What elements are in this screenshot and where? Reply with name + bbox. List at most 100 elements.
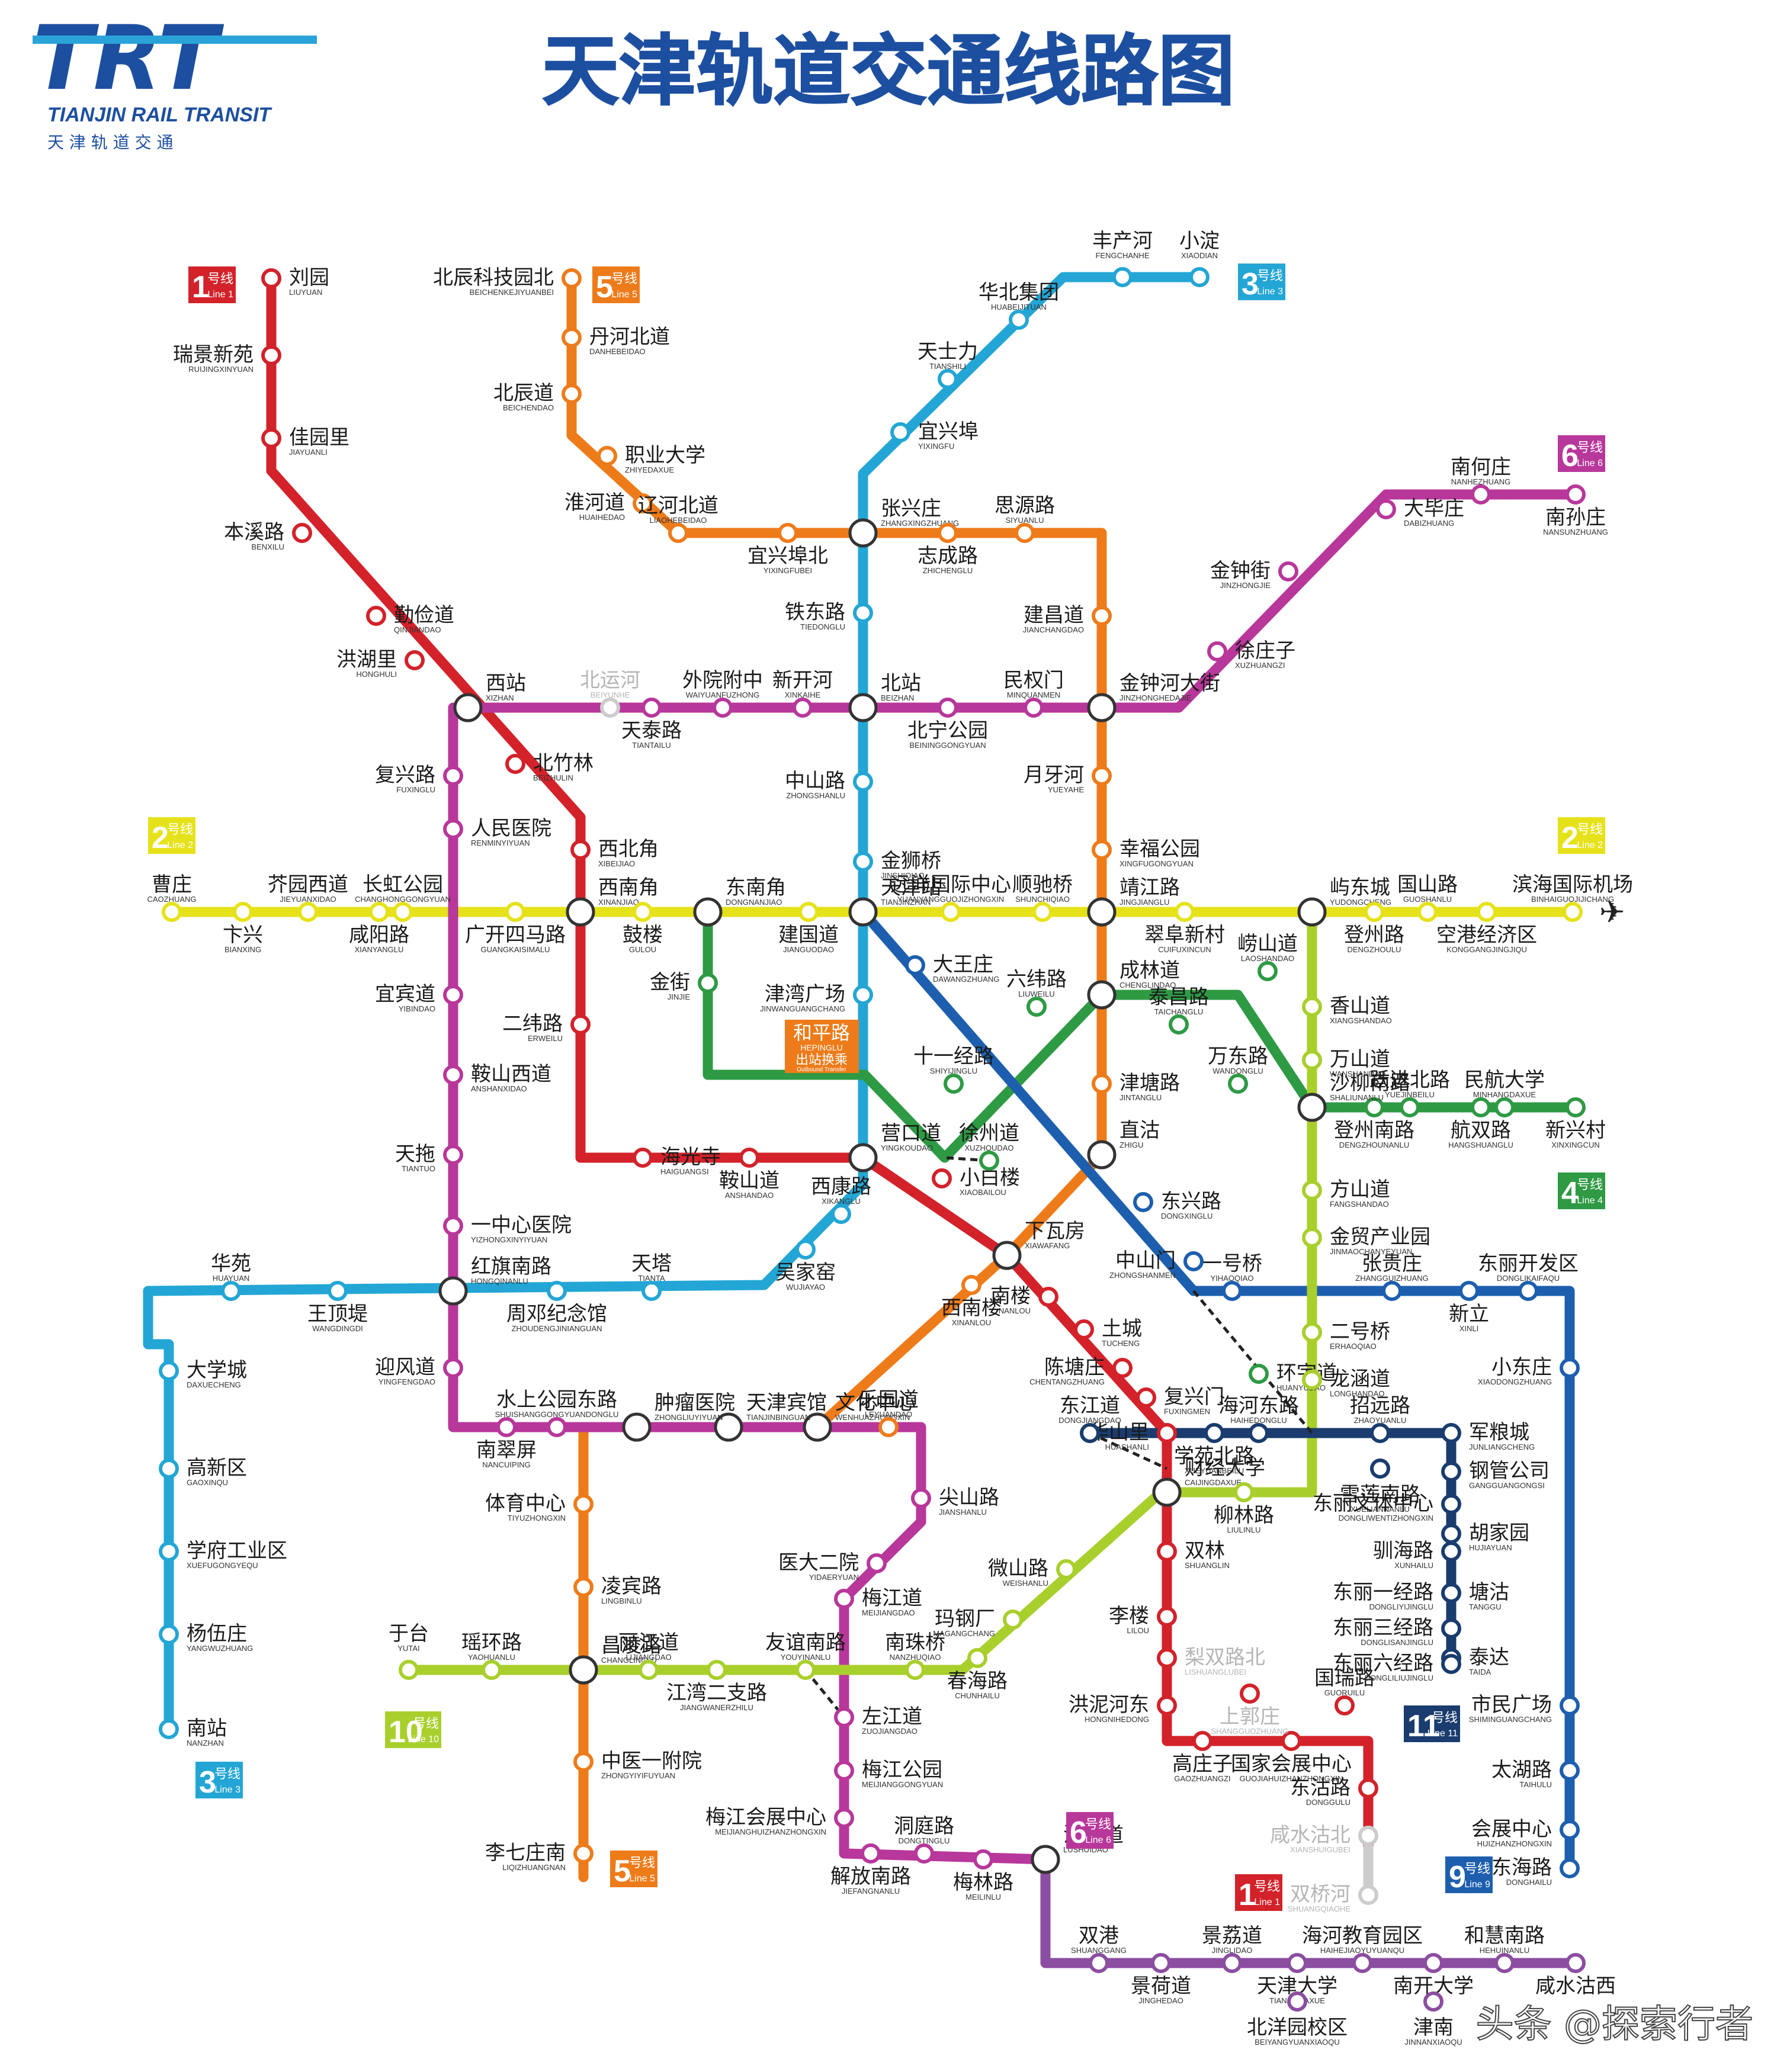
station-marker[interactable] [1566, 1953, 1586, 1973]
station-marker[interactable] [453, 693, 483, 722]
station-marker[interactable] [1032, 902, 1053, 922]
station-marker[interactable] [1257, 961, 1278, 981]
station-marker[interactable] [1302, 997, 1322, 1017]
station-marker[interactable] [1560, 1695, 1580, 1716]
station-marker[interactable] [1281, 1731, 1301, 1751]
station-marker[interactable] [159, 1624, 179, 1644]
station-marker[interactable] [848, 518, 878, 548]
station-marker[interactable] [1151, 1953, 1171, 1973]
station-marker[interactable] [443, 1145, 463, 1165]
station-marker[interactable] [562, 384, 582, 404]
station-marker[interactable] [1207, 641, 1227, 661]
station-marker[interactable] [1566, 1097, 1586, 1117]
station-marker[interactable] [1031, 1845, 1060, 1874]
station-marker[interactable] [1157, 1423, 1177, 1443]
station-marker[interactable] [714, 1412, 743, 1442]
station-marker[interactable] [505, 902, 525, 922]
station-marker[interactable] [1204, 1423, 1224, 1443]
station-marker[interactable] [1441, 1654, 1461, 1674]
station-marker[interactable] [795, 1239, 816, 1260]
station-marker[interactable] [159, 1719, 179, 1739]
station-marker[interactable] [867, 1553, 887, 1573]
station-marker[interactable] [1087, 980, 1117, 1010]
station-marker[interactable] [1417, 902, 1438, 922]
station-marker[interactable] [1400, 1097, 1420, 1117]
station-marker[interactable] [1302, 1370, 1322, 1390]
station-marker[interactable] [573, 1494, 594, 1514]
station-marker[interactable] [159, 1459, 179, 1479]
station-marker[interactable] [861, 1843, 881, 1864]
station-marker[interactable] [1441, 1524, 1461, 1544]
station-marker[interactable] [405, 650, 425, 670]
station-marker[interactable] [848, 897, 878, 927]
station-marker[interactable] [1441, 1541, 1461, 1562]
station-marker[interactable] [944, 1074, 964, 1094]
station-marker[interactable] [878, 1417, 899, 1437]
station-marker[interactable] [1087, 693, 1117, 722]
station-marker[interactable] [853, 772, 873, 792]
station-marker[interactable] [496, 1417, 517, 1437]
station-marker[interactable] [399, 1660, 419, 1680]
station-marker[interactable] [438, 1276, 468, 1306]
station-marker[interactable] [328, 1281, 348, 1301]
station-marker[interactable] [1302, 1050, 1322, 1070]
station-marker[interactable] [1234, 1482, 1254, 1502]
station-marker[interactable] [1423, 1953, 1443, 1973]
station-marker[interactable] [778, 523, 798, 543]
station-marker[interactable] [967, 1648, 987, 1668]
station-marker[interactable] [633, 902, 653, 922]
station-marker[interactable] [162, 902, 182, 922]
